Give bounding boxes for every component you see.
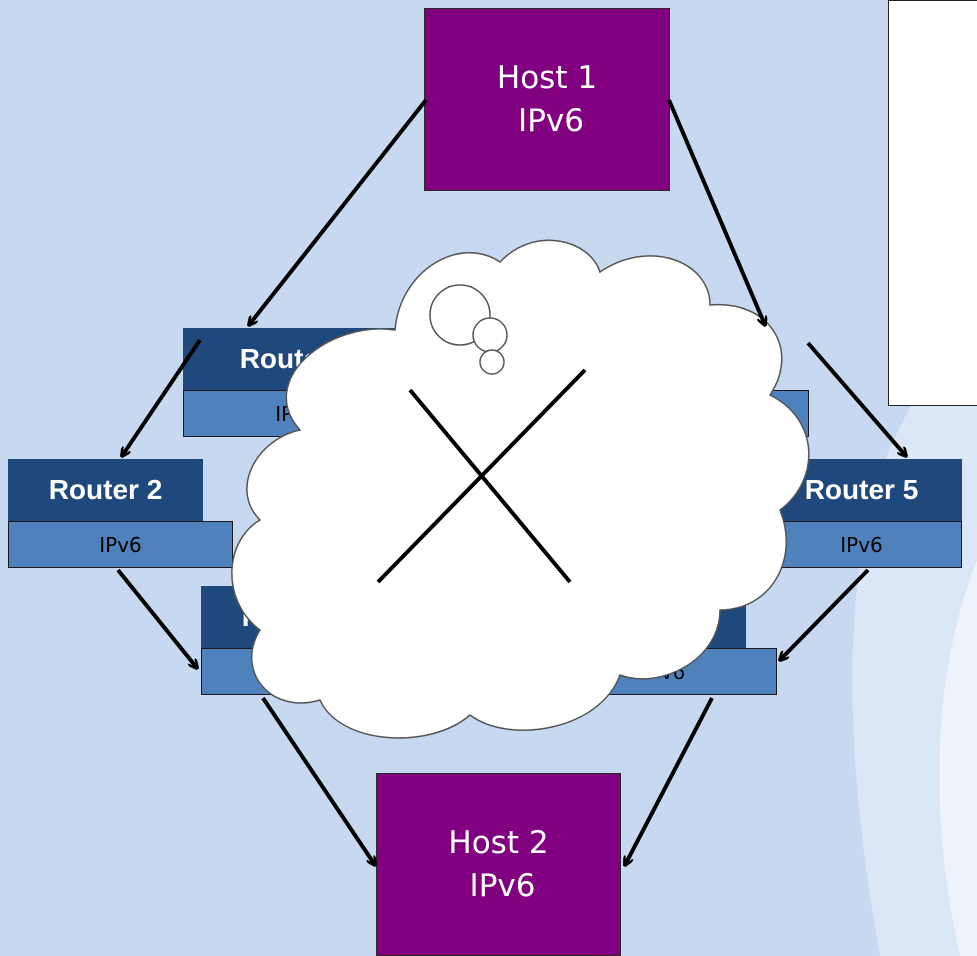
router-5-protocol: IPv6 xyxy=(761,521,962,568)
router-5-node[interactable]: Router 5 IPv6 xyxy=(761,459,962,569)
router-1-node[interactable]: Router 1 IPv6 xyxy=(183,328,410,438)
router-2-protocol: IPv6 xyxy=(8,521,233,568)
host-2-name: Host 2 xyxy=(448,824,549,861)
host-2-protocol: IPv6 xyxy=(469,867,536,904)
host-1-name: Host 1 xyxy=(496,59,598,96)
info-box xyxy=(888,0,977,406)
router-2-node[interactable]: Router 2 IPv6 xyxy=(8,459,233,569)
router-3-node[interactable]: Router 3 IPv6 xyxy=(201,586,426,696)
router-4-node[interactable]: Router 4 IPv6 xyxy=(584,328,809,438)
router-1-protocol: IPv6 xyxy=(183,390,410,437)
router-3-name: Router 3 xyxy=(201,586,396,648)
router-4-name: Router 4 xyxy=(584,328,772,390)
router-1-name: Router 1 xyxy=(183,328,410,390)
host-2-node[interactable]: Host 2 IPv6 xyxy=(376,773,621,956)
router-4-protocol: IPv6 xyxy=(584,390,809,437)
router-6-protocol: IPv6 xyxy=(551,648,777,695)
host-1-node[interactable]: Host 1 IPv6 xyxy=(424,8,670,191)
router-6-name: Router 6 xyxy=(551,586,746,648)
router-3-protocol: IPv6 xyxy=(201,648,426,695)
router-6-node[interactable]: Router 6 IPv6 xyxy=(551,586,777,696)
router-5-name: Router 5 xyxy=(761,459,962,521)
router-2-name: Router 2 xyxy=(8,459,203,521)
background-swoosh-inner xyxy=(939,560,977,956)
host-1-protocol: IPv6 xyxy=(518,102,584,139)
